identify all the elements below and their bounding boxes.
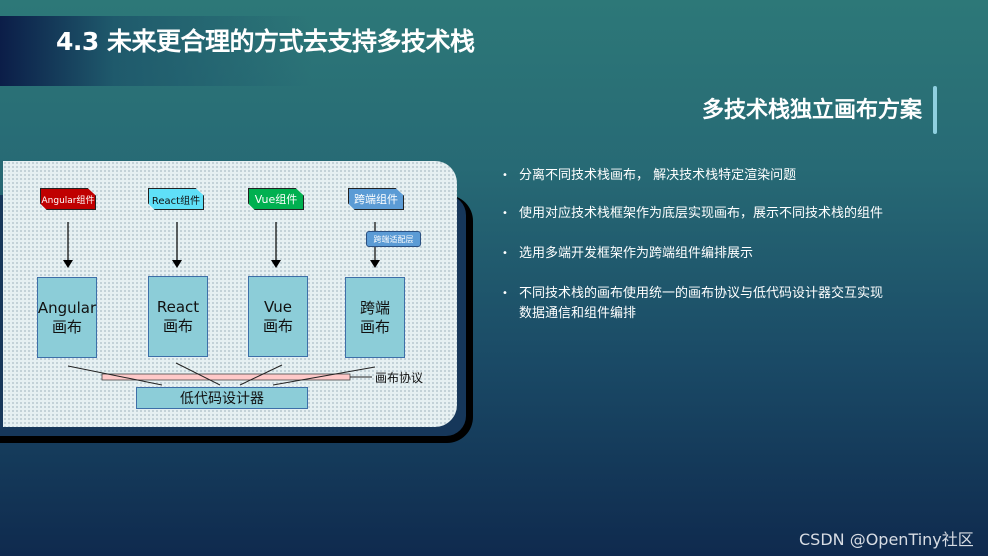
cross-platform-component-tag: 跨端组件 [348, 188, 404, 210]
react-canvas: React 画布 [148, 276, 208, 357]
cross-platform-adapter-layer: 跨端适配层 [366, 231, 421, 247]
bullet-item: 不同技术栈的画布使用统一的画布协议与低代码设计器交互实现 数据通信和组件编排 [500, 284, 920, 324]
react-component-tag: React组件 [148, 188, 204, 210]
bullet-item: 使用对应技术栈框架作为底层实现画布，展示不同技术栈的组件 [500, 204, 920, 224]
lowcode-designer-box: 低代码设计器 [136, 387, 308, 409]
title-band [0, 16, 520, 86]
bullet-item: 分离不同技术栈画布， 解决技术栈特定渲染问题 [500, 166, 920, 186]
angular-canvas: Angular 画布 [37, 277, 97, 358]
page-title: 4.3 未来更合理的方式去支持多技术栈 [56, 27, 475, 56]
cross-platform-canvas: 跨端 画布 [345, 277, 405, 358]
section-subtitle: 多技术栈独立画布方案 [701, 98, 922, 123]
canvas-protocol-label: 画布协议 [375, 371, 424, 385]
watermark: CSDN @OpenTiny社区 [799, 530, 974, 549]
vue-component-tag: Vue组件 [248, 188, 304, 210]
bullet-item: 选用多端开发框架作为跨端组件编排展示 [500, 244, 920, 264]
protocol-bar [101, 373, 351, 381]
vue-canvas: Vue 画布 [248, 276, 308, 357]
subtitle-accent-bar [933, 86, 937, 134]
angular-component-tag: Angular组件 [40, 188, 96, 210]
